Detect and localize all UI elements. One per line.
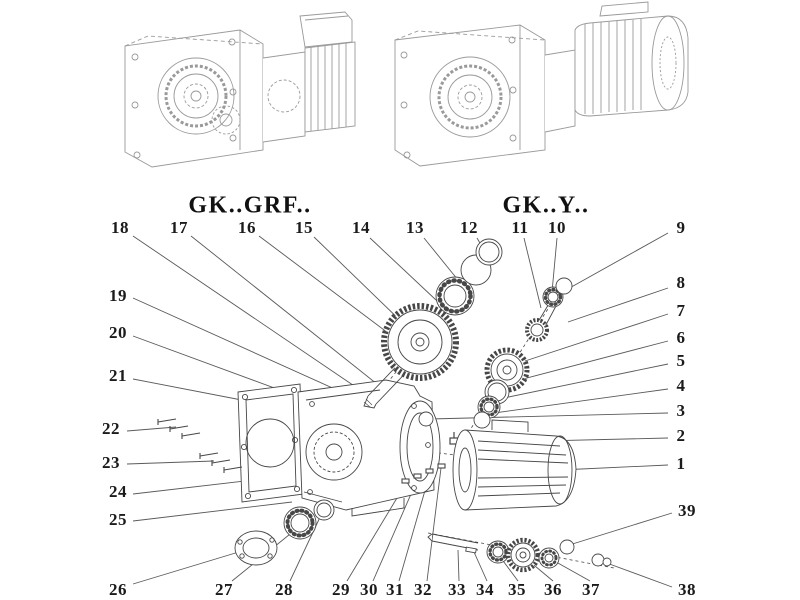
motor-bolt-set	[401, 463, 446, 484]
gearbox-drawing-gky	[394, 1, 689, 167]
bearing-35	[486, 540, 510, 564]
part-label-19: 19	[109, 286, 127, 305]
part-label-5: 5	[676, 351, 686, 370]
part-label-30: 30	[360, 580, 378, 599]
part-label-21: 21	[109, 366, 127, 385]
leader-lines	[126, 232, 673, 588]
screw-set-lower	[199, 452, 243, 473]
bearing-27	[283, 506, 317, 540]
gearbox-drawing-grf	[124, 11, 356, 168]
part-label-7: 7	[676, 301, 686, 320]
gear-36	[505, 537, 541, 573]
seal-28	[313, 499, 335, 521]
screw-set-upper	[157, 418, 201, 439]
part-label-11: 11	[511, 218, 529, 237]
part-label-38: 38	[678, 580, 696, 599]
part-label-22: 22	[102, 419, 120, 438]
end-cap-38	[591, 553, 612, 567]
flange-plate	[237, 383, 305, 503]
part-label-35: 35	[508, 580, 526, 599]
part-label-39: 39	[678, 501, 696, 520]
part-label-23: 23	[102, 453, 120, 472]
part-label-9: 9	[676, 218, 686, 237]
exploded-view	[157, 238, 615, 573]
input-pinion-shaft	[525, 301, 557, 342]
large-gear	[381, 303, 459, 381]
part-label-8: 8	[676, 273, 686, 292]
part-label-37: 37	[582, 580, 600, 599]
bearing-10	[542, 286, 564, 308]
part-label-20: 20	[109, 323, 127, 342]
part-label-1: 1	[676, 454, 686, 473]
part-label-29: 29	[332, 580, 350, 599]
part-label-2: 2	[676, 426, 686, 445]
bearing-37	[538, 547, 560, 569]
part-label-32: 32	[414, 580, 432, 599]
part-label-26: 26	[109, 580, 127, 599]
washer-3	[418, 411, 434, 427]
output-shaft-kit	[427, 533, 612, 573]
part-label-6: 6	[676, 328, 686, 347]
bearing-14	[435, 276, 475, 316]
part-label-34: 34	[476, 580, 494, 599]
part-label-12: 12	[460, 218, 478, 237]
part-label-25: 25	[109, 510, 127, 529]
electric-motor	[452, 419, 577, 511]
ring-4	[473, 411, 491, 429]
retaining-ring-12	[475, 238, 503, 266]
part-label-15: 15	[295, 218, 313, 237]
part-label-16: 16	[238, 218, 256, 237]
part-label-36: 36	[544, 580, 562, 599]
part-label-28: 28	[275, 580, 293, 599]
part-label-27: 27	[215, 580, 233, 599]
part-label-31: 31	[386, 580, 404, 599]
model-title-gky: GK..Y..	[502, 192, 590, 219]
model-title-grf: GK..GRF..	[188, 192, 312, 219]
part-label-24: 24	[109, 482, 127, 501]
part-label-13: 13	[406, 218, 424, 237]
part-label-10: 10	[548, 218, 566, 237]
ring-39	[559, 539, 575, 555]
part-label-14: 14	[352, 218, 370, 237]
gear-7	[484, 347, 530, 393]
part-label-17: 17	[170, 218, 188, 237]
part-label-18: 18	[111, 218, 129, 237]
bearing-cover-26	[234, 530, 278, 566]
part-label-3: 3	[676, 401, 686, 420]
part-label-33: 33	[448, 580, 466, 599]
part-label-4: 4	[676, 376, 686, 395]
ring-9	[555, 277, 573, 295]
